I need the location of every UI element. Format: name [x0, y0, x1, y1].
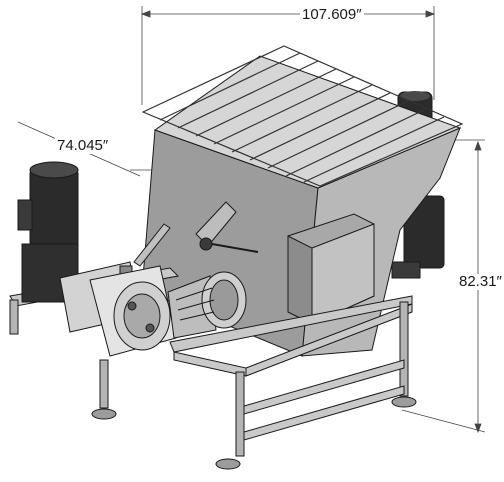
height-dimension-label: 82.31″ [457, 273, 504, 290]
agitator-crank [195, 201, 259, 253]
lobe-pump [89, 265, 177, 357]
discharge-cone [167, 271, 247, 339]
support-strut [133, 223, 171, 267]
width-dimension-label: 107.609″ [300, 6, 364, 23]
leveling-feet [91, 396, 417, 470]
depth-dimension-label: 74.045″ [55, 137, 111, 154]
width-dimension-line [140, 6, 436, 105]
control-box [287, 213, 375, 325]
hopper-grate [141, 45, 464, 187]
